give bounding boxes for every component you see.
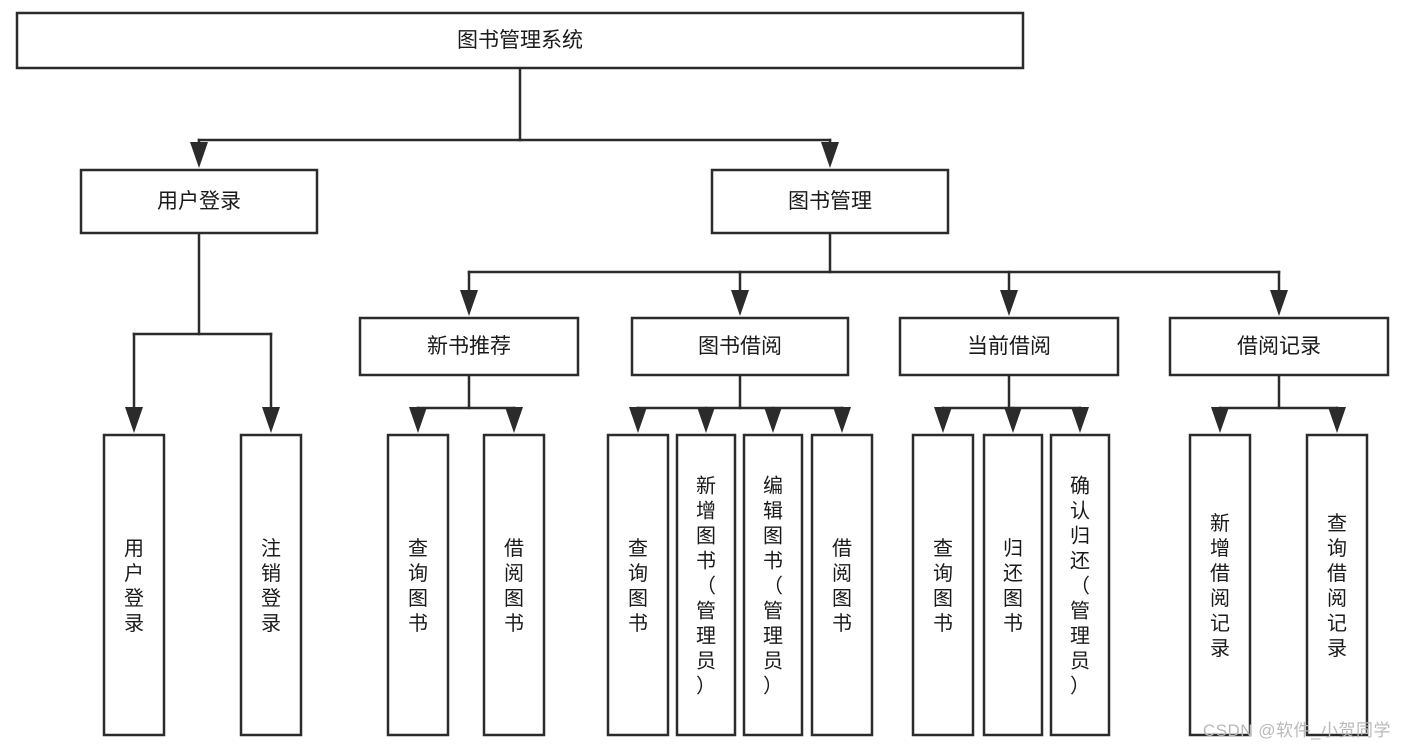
arrow-head-icon: [125, 407, 143, 433]
node-leaf-return-book[interactable]: 归还图书: [982, 433, 1044, 737]
node-box-leaf-borrow-book-rec[interactable]: [482, 433, 546, 737]
arrow-head-icon: [1004, 407, 1022, 433]
arrow-head-icon: [1270, 290, 1288, 316]
connector-layer: [125, 66, 1346, 433]
node-user-login[interactable]: 用户登录: [79, 168, 319, 235]
arrow-head-icon: [1071, 407, 1089, 433]
node-box-book-borrow[interactable]: [630, 316, 850, 377]
node-leaf-add-borrow-record[interactable]: 新增借阅记录: [1188, 433, 1252, 737]
node-box-leaf-confirm-return-admin[interactable]: [1049, 433, 1111, 737]
node-layer: 图书管理系统用户登录图书管理新书推荐图书借阅当前借阅借阅记录用户登录注销登录查询…: [15, 11, 1390, 737]
node-box-borrow-record[interactable]: [1168, 316, 1390, 377]
arrow-head-icon: [1211, 407, 1229, 433]
node-leaf-user-login[interactable]: 用户登录: [102, 433, 166, 737]
node-label-borrow-record: 借阅记录: [1237, 335, 1321, 358]
node-label-book-borrow: 图书借阅: [698, 335, 782, 358]
node-leaf-logout[interactable]: 注销登录: [239, 433, 303, 737]
node-label-root: 图书管理系统: [457, 29, 583, 52]
node-label-leaf-query-book-rec: 查询图书: [408, 537, 428, 635]
node-label-leaf-add-book-admin: 新增图书（管理员）: [696, 475, 716, 698]
node-label-book-management: 图书管理: [788, 190, 872, 213]
node-label-leaf-query-book-current: 查询图书: [933, 537, 953, 635]
node-leaf-query-book-rec[interactable]: 查询图书: [386, 433, 450, 737]
node-box-current-borrow[interactable]: [898, 316, 1120, 377]
node-box-leaf-query-book-borrow[interactable]: [606, 433, 670, 737]
node-label-user-login: 用户登录: [157, 190, 241, 213]
node-label-new-book-recommend: 新书推荐: [427, 335, 511, 358]
arrow-head-icon: [460, 290, 478, 316]
node-box-leaf-query-book-current[interactable]: [911, 433, 975, 737]
node-label-leaf-edit-book-admin: 编辑图书（管理员）: [763, 475, 783, 698]
node-leaf-confirm-return-admin[interactable]: 确认归还（管理员）: [1049, 433, 1111, 737]
arrow-head-icon: [764, 407, 782, 433]
arrow-head-icon: [833, 407, 851, 433]
node-label-leaf-borrow-book-rec: 借阅图书: [504, 537, 524, 635]
node-box-root[interactable]: [15, 11, 1025, 70]
node-leaf-query-borrow-record[interactable]: 查询借阅记录: [1305, 433, 1369, 737]
node-book-borrow[interactable]: 图书借阅: [630, 316, 850, 377]
arrow-head-icon: [505, 407, 523, 433]
node-label-leaf-add-borrow-record: 新增借阅记录: [1210, 512, 1230, 660]
node-box-leaf-return-book[interactable]: [982, 433, 1044, 737]
node-new-book-recommend[interactable]: 新书推荐: [358, 316, 580, 377]
node-borrow-record[interactable]: 借阅记录: [1168, 316, 1390, 377]
node-box-leaf-user-login[interactable]: [102, 433, 166, 737]
node-label-current-borrow: 当前借阅: [967, 335, 1051, 358]
arrow-head-icon: [262, 407, 280, 433]
arrow-head-icon: [697, 407, 715, 433]
arrow-head-icon: [1328, 407, 1346, 433]
node-leaf-query-book-borrow[interactable]: 查询图书: [606, 433, 670, 737]
node-leaf-borrow-book-rec[interactable]: 借阅图书: [482, 433, 546, 737]
node-box-leaf-edit-book-admin[interactable]: [742, 433, 804, 737]
arrow-head-icon: [409, 407, 427, 433]
node-book-management[interactable]: 图书管理: [710, 168, 950, 235]
node-box-user-login[interactable]: [79, 168, 319, 235]
node-label-leaf-query-book-borrow: 查询图书: [628, 537, 648, 635]
node-leaf-query-book-current[interactable]: 查询图书: [911, 433, 975, 737]
node-box-leaf-add-book-admin[interactable]: [675, 433, 737, 737]
node-box-leaf-query-book-rec[interactable]: [386, 433, 450, 737]
node-box-book-management[interactable]: [710, 168, 950, 235]
node-label-leaf-query-borrow-record: 查询借阅记录: [1327, 512, 1347, 660]
csdn-watermark: CSDN @软件_小贺同学: [1202, 721, 1391, 740]
arrow-head-icon: [190, 142, 208, 168]
node-leaf-edit-book-admin[interactable]: 编辑图书（管理员）: [742, 433, 804, 737]
node-leaf-borrow-book[interactable]: 借阅图书: [810, 433, 874, 737]
node-box-new-book-recommend[interactable]: [358, 316, 580, 377]
arrow-head-icon: [731, 290, 749, 316]
node-label-leaf-user-login: 用户登录: [124, 538, 144, 635]
node-box-leaf-borrow-book[interactable]: [810, 433, 874, 737]
node-box-leaf-add-borrow-record[interactable]: [1188, 433, 1252, 737]
node-label-leaf-borrow-book: 借阅图书: [832, 537, 852, 635]
node-current-borrow[interactable]: 当前借阅: [898, 316, 1120, 377]
arrow-head-icon: [934, 407, 952, 433]
node-box-leaf-logout[interactable]: [239, 433, 303, 737]
arrow-head-icon: [821, 142, 839, 168]
node-label-leaf-confirm-return-admin: 确认归还（管理员）: [1070, 475, 1090, 698]
node-box-leaf-query-borrow-record[interactable]: [1305, 433, 1369, 737]
arrow-head-icon: [1000, 290, 1018, 316]
node-label-leaf-logout: 注销登录: [261, 537, 281, 635]
node-leaf-add-book-admin[interactable]: 新增图书（管理员）: [675, 433, 737, 737]
node-root[interactable]: 图书管理系统: [15, 11, 1025, 70]
node-label-leaf-return-book: 归还图书: [1003, 537, 1023, 635]
arrow-head-icon: [629, 407, 647, 433]
